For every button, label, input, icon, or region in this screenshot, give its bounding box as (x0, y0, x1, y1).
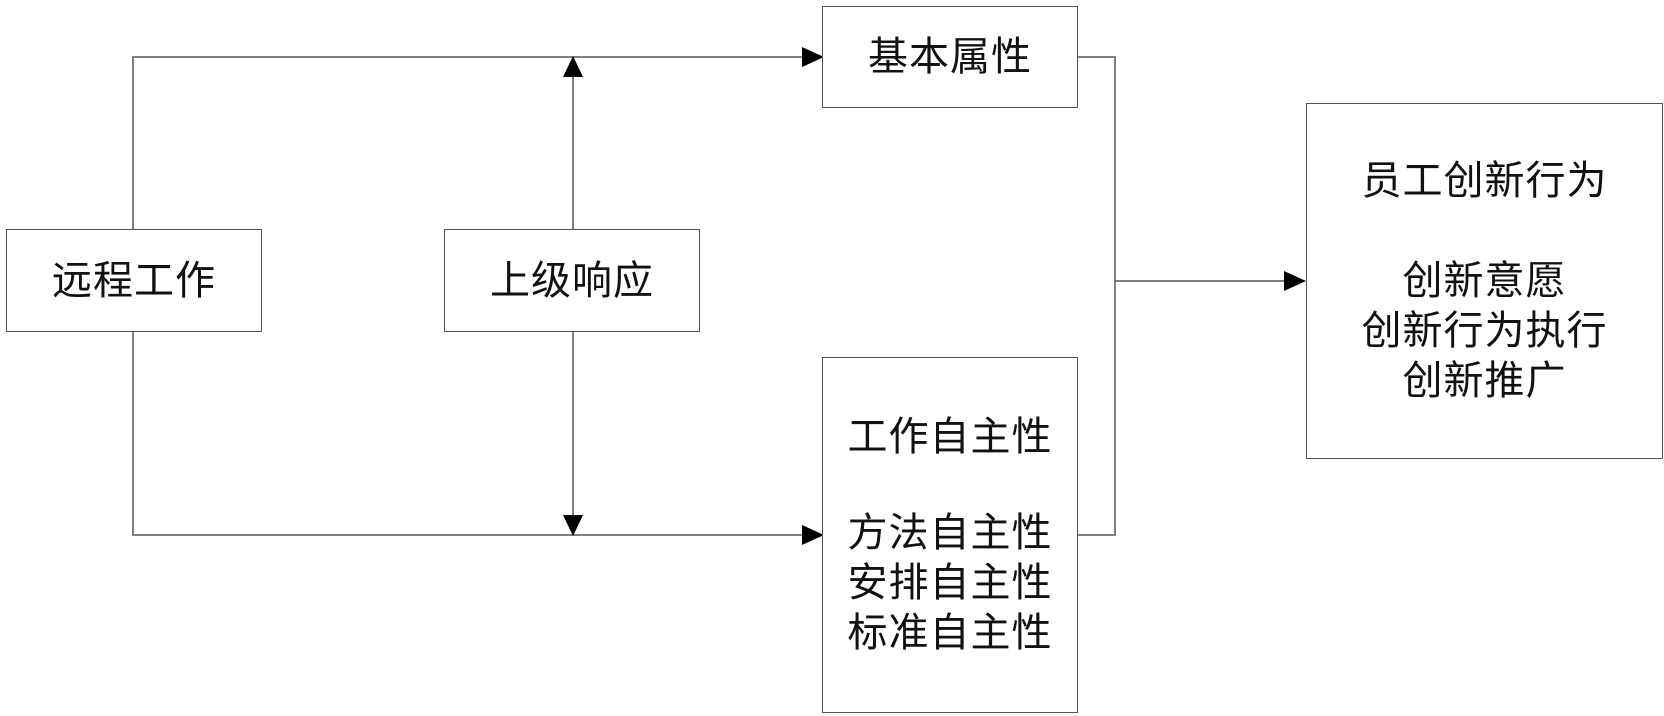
node-basic-attributes: 基本属性 (822, 6, 1078, 108)
node-innovation-behavior-item: 创新意愿 (1402, 258, 1567, 304)
arrowhead-to-autonomy (802, 525, 824, 545)
node-work-autonomy: 工作自主性 方法自主性 安排自主性 标准自主性 (822, 357, 1078, 713)
node-remote-work: 远程工作 (6, 229, 262, 332)
arrowhead-supervisor-down (563, 515, 583, 536)
edge-remote-to-autonomy (132, 332, 806, 536)
node-work-autonomy-item: 标准自主性 (847, 610, 1053, 656)
arrowhead-to-innovation (1284, 271, 1306, 291)
node-work-autonomy-title: 工作自主性 (847, 414, 1053, 460)
node-innovation-behavior-item: 创新行为执行 (1361, 308, 1608, 354)
edge-merge-bracket (1078, 56, 1116, 536)
node-supervisor-response: 上级响应 (444, 229, 700, 332)
node-work-autonomy-item: 方法自主性 (847, 510, 1053, 556)
node-basic-attributes-label: 基本属性 (868, 34, 1032, 80)
edge-remote-to-basic (132, 56, 806, 230)
arrowhead-supervisor-up (563, 56, 583, 77)
node-work-autonomy-item: 安排自主性 (847, 560, 1053, 606)
node-innovation-behavior-item: 创新推广 (1402, 358, 1567, 404)
node-remote-work-label: 远程工作 (52, 257, 216, 304)
node-innovation-behavior-title: 员工创新行为 (1361, 158, 1608, 204)
node-supervisor-response-label: 上级响应 (490, 257, 654, 304)
node-innovation-behavior: 员工创新行为 创新意愿 创新行为执行 创新推广 (1306, 103, 1663, 459)
arrowhead-to-basic (802, 47, 824, 67)
